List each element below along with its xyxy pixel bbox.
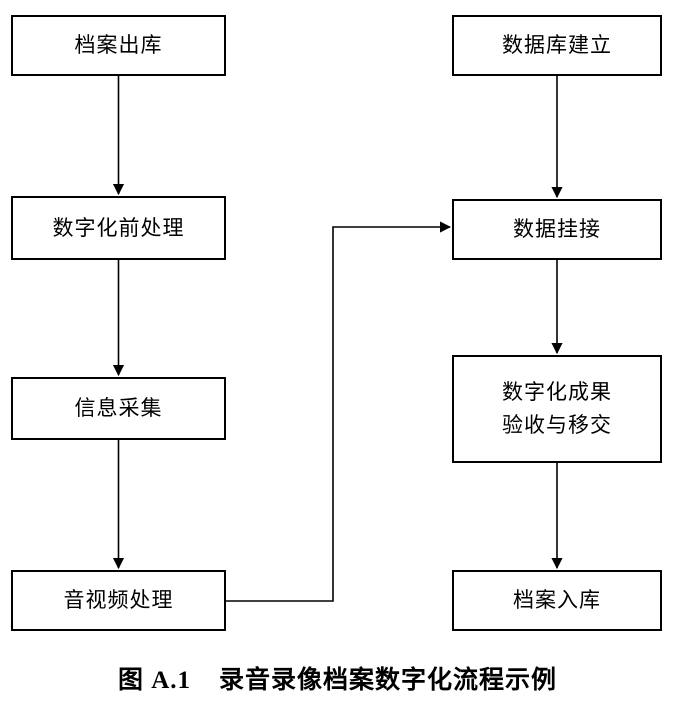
flow-node-data-linking: 数据挂接: [452, 199, 662, 260]
flow-node-label: 档案出库: [74, 33, 163, 58]
figure-caption-text: 录音录像档案数字化流程示例: [219, 667, 558, 694]
flow-node-label: 音视频处理: [63, 588, 174, 613]
flow-node-archive-out: 档案出库: [11, 15, 226, 76]
figure-caption-label: 图 A.1: [117, 667, 192, 694]
flow-node-acceptance-transfer: 数字化成果验收与移交: [452, 355, 662, 463]
flow-node-database-build: 数据库建立: [452, 15, 662, 76]
flow-node-label: 验收与移交: [502, 413, 612, 437]
flow-node-label: 数据挂接: [513, 217, 601, 242]
flow-node-archive-in: 档案入库: [452, 570, 662, 631]
flow-node-info-capture: 信息采集: [11, 377, 226, 440]
flow-node-label: 数据库建立: [502, 33, 612, 58]
flow-node-label: 数字化前处理: [52, 215, 185, 240]
flow-node-pre-digitization: 数字化前处理: [11, 196, 226, 260]
connector-av-processing-to-data-linking: [226, 221, 452, 602]
flow-node-av-processing: 音视频处理: [11, 570, 226, 631]
flow-node-label: 信息采集: [74, 396, 163, 421]
flow-node-label: 数字化成果: [502, 380, 612, 405]
flow-node-label: 档案入库: [513, 588, 601, 613]
figure-caption: 图 A.1 录音录像档案数字化流程示例: [0, 660, 675, 696]
